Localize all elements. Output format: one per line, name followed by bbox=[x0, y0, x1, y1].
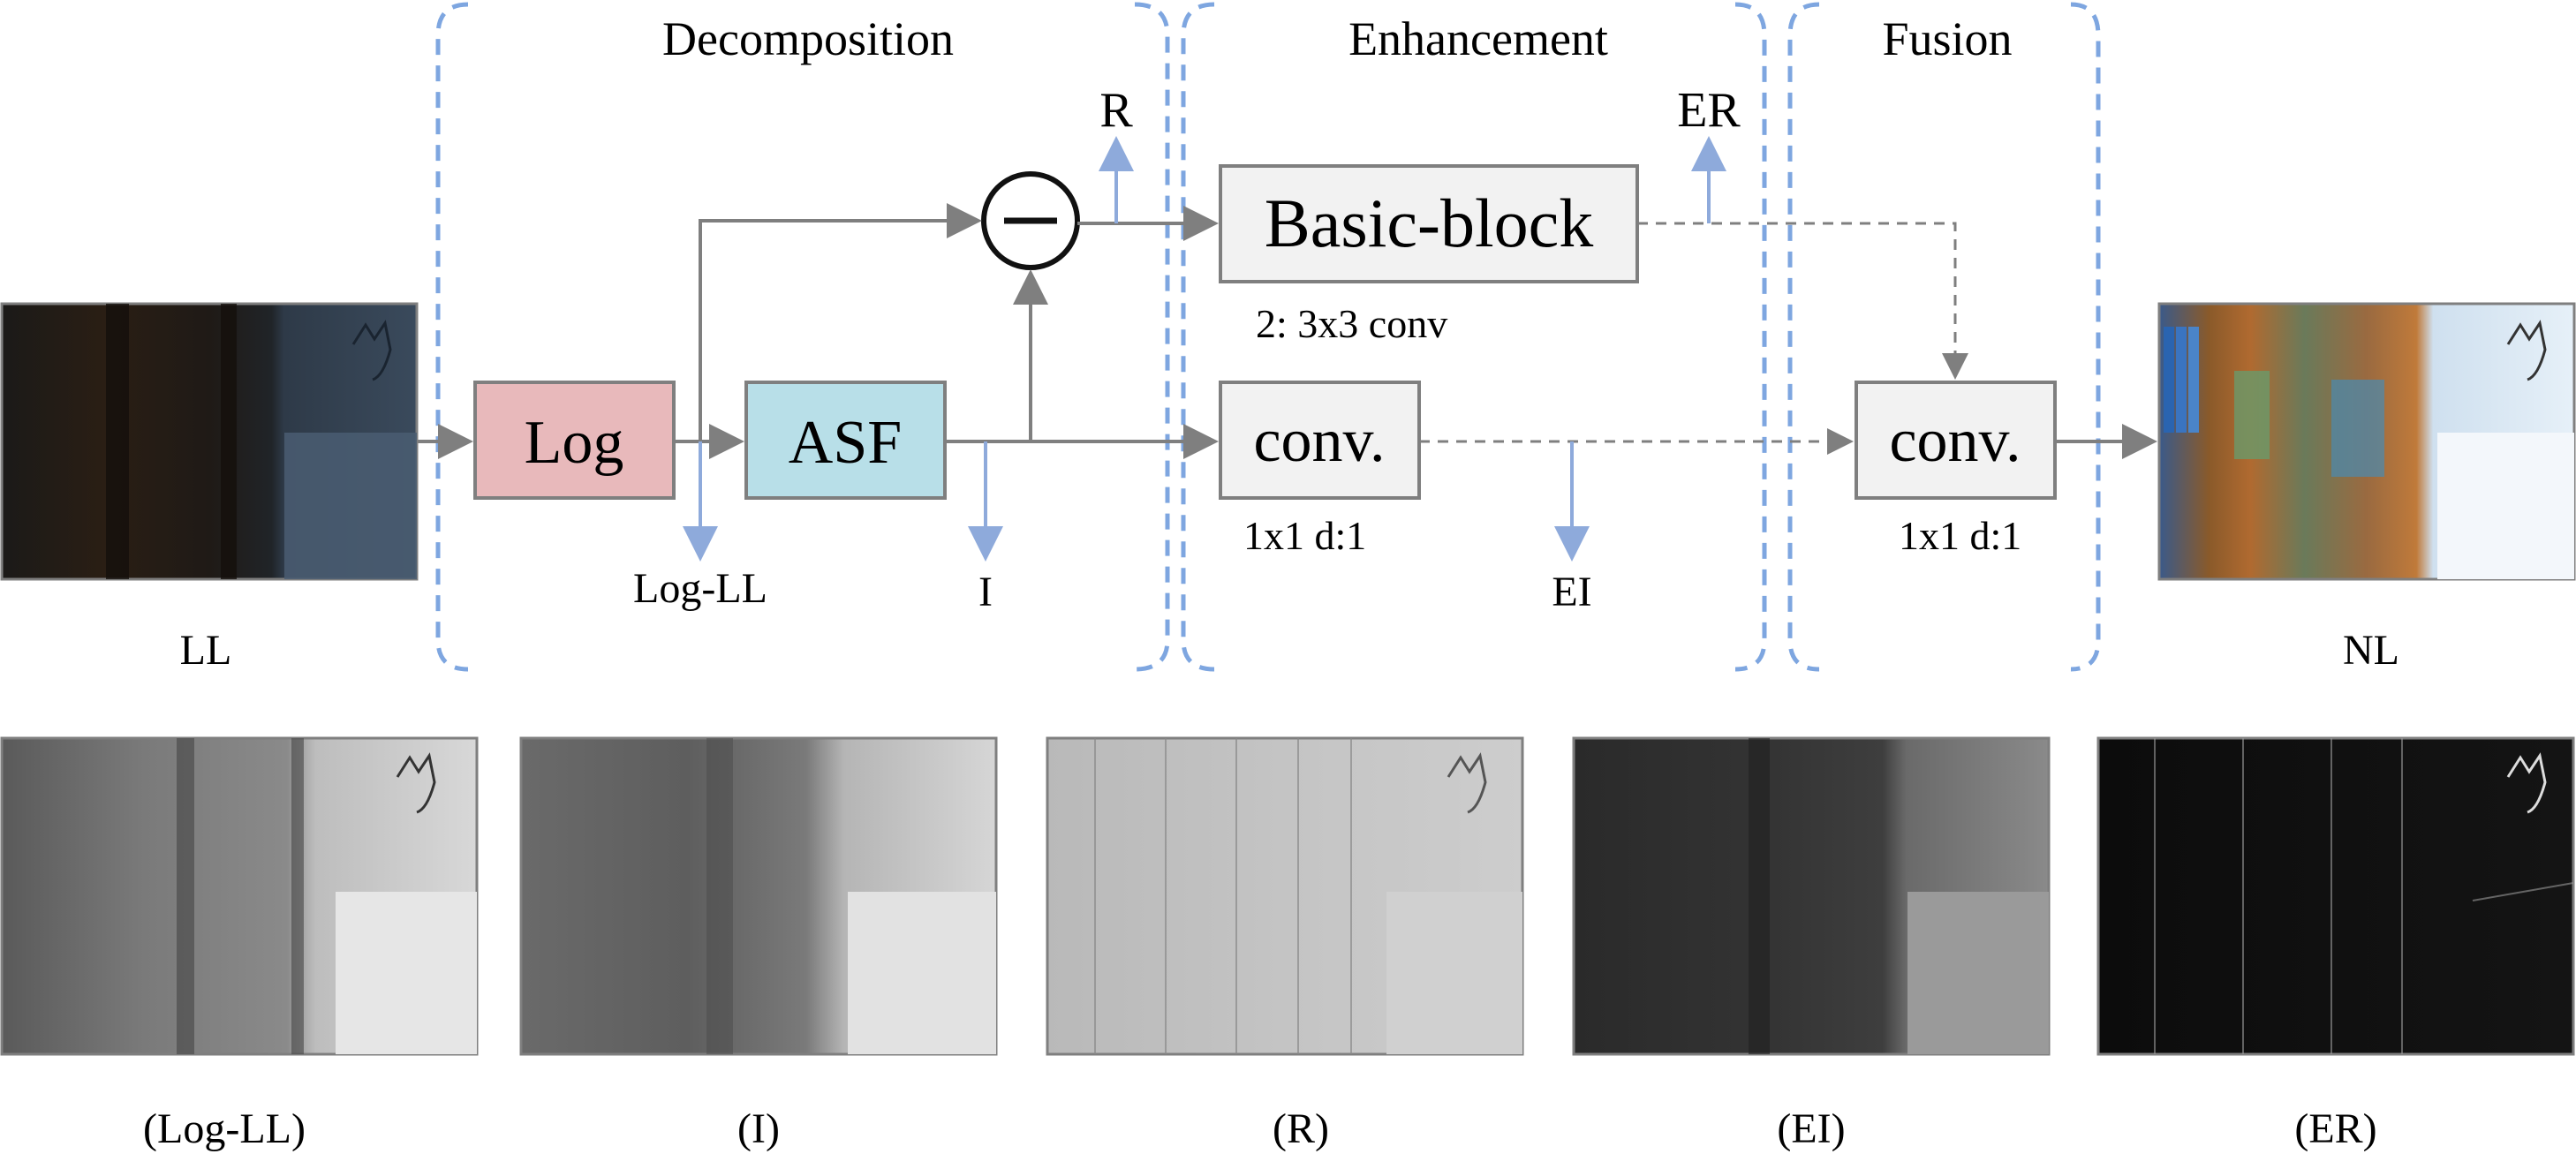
output-arrows bbox=[683, 136, 1726, 562]
section-title-fusion: Fusion bbox=[1882, 12, 2012, 65]
dashed-flow-arrows bbox=[1419, 222, 1968, 455]
section-title-decomposition: Decomposition bbox=[662, 12, 954, 65]
thumbnail-enhanced-illumination bbox=[1572, 736, 2051, 1056]
output-label-ei: EI bbox=[1552, 569, 1591, 615]
section-title-enhancement: Enhancement bbox=[1348, 12, 1608, 65]
output-label-er: ER bbox=[1677, 83, 1741, 138]
thumbnail-label-reflectance: (R) bbox=[1273, 1105, 1329, 1152]
subtract-node bbox=[981, 171, 1080, 270]
input-image-label: LL bbox=[180, 627, 232, 674]
fusion-conv-block: conv. bbox=[1855, 381, 2057, 500]
thumbnail-illumination bbox=[519, 736, 998, 1056]
flow-arrows bbox=[417, 203, 2157, 459]
thumbnail-label-enhanced-illumination: (EI) bbox=[1777, 1105, 1845, 1152]
output-label-log-ll: Log-LL bbox=[633, 565, 767, 612]
output-label-r: R bbox=[1099, 83, 1133, 138]
thumbnail-log-ll bbox=[0, 736, 479, 1056]
thumbnail-label-illumination: (I) bbox=[737, 1105, 780, 1152]
thumbnail-reflectance bbox=[1046, 736, 1524, 1056]
thumbnail-label-enhanced-reflectance: (ER) bbox=[2294, 1105, 2376, 1152]
svg-text:conv.: conv. bbox=[1253, 407, 1385, 475]
basic-block: Basic-block bbox=[1219, 164, 1639, 283]
svg-text:conv.: conv. bbox=[1889, 407, 2021, 475]
output-label-i: I bbox=[978, 569, 993, 615]
basic-block-note: 2: 3x3 conv bbox=[1256, 301, 1447, 346]
enhancement-conv-block: conv. bbox=[1219, 381, 1421, 500]
enhancement-conv-note: 1x1 d:1 bbox=[1243, 513, 1366, 558]
thumbnail-label-log-ll: (Log-LL) bbox=[143, 1105, 306, 1152]
fusion-section-frame bbox=[1787, 2, 2101, 672]
output-image-label: NL bbox=[2343, 627, 2399, 674]
output-image bbox=[2157, 302, 2576, 581]
thumbnail-enhanced-reflectance bbox=[2096, 736, 2575, 1056]
input-image bbox=[0, 302, 419, 581]
decomposition-section-frame bbox=[435, 2, 1170, 672]
log-block: Log bbox=[473, 381, 676, 500]
svg-text:Basic-block: Basic-block bbox=[1265, 185, 1594, 261]
fusion-conv-note: 1x1 d:1 bbox=[1899, 513, 2021, 558]
svg-text:Log: Log bbox=[525, 409, 624, 477]
enhancement-section-frame bbox=[1181, 2, 1767, 672]
svg-text:ASF: ASF bbox=[789, 409, 902, 477]
asf-block: ASF bbox=[744, 381, 947, 500]
